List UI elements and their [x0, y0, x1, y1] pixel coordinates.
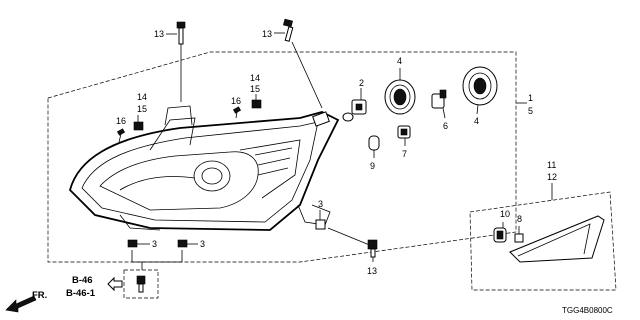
direction-label: FR. [32, 290, 47, 301]
side-marker-frame [469, 191, 617, 291]
screw-13-bottom [327, 227, 378, 262]
dust-cover-4-right [462, 66, 498, 115]
screw-13-top-middle [282, 18, 323, 109]
dust-cover-4-middle [384, 68, 416, 115]
callout-16b: 16 [231, 96, 241, 106]
callout-14b: 14 [250, 73, 260, 83]
headlight-housing [68, 105, 340, 231]
bracket-3-bottom-left [127, 239, 150, 248]
diagram-code: TGG4B0800C [562, 306, 613, 315]
callout-9: 9 [370, 161, 375, 171]
socket-7 [397, 125, 411, 146]
ref-b461: B-46-1 [66, 288, 96, 299]
bracket-3-right [315, 210, 326, 230]
bulb-6 [431, 89, 447, 119]
front-arrow-icon [5, 295, 37, 313]
callout-12: 12 [547, 172, 557, 182]
assembly-frame [47, 51, 517, 263]
bulb-9 [368, 135, 380, 158]
callout-8: 8 [517, 214, 522, 224]
clip-14-15-right [251, 94, 262, 109]
callout-5: 5 [528, 106, 533, 116]
callout-3b: 3 [200, 239, 205, 249]
screw-16-left [116, 128, 126, 143]
bracket-3-bottom-right [177, 239, 198, 248]
reference-box [123, 269, 159, 299]
callout-3a: 3 [152, 239, 157, 249]
screw-16-right [232, 106, 242, 119]
callout-13a: 13 [154, 29, 164, 39]
callout-13c: 13 [367, 266, 377, 276]
callout-16a: 16 [116, 116, 126, 126]
callout-15b: 15 [250, 84, 260, 94]
ref-b46: B-46 [72, 275, 93, 286]
socket-8 [514, 226, 524, 243]
callout-10: 10 [500, 209, 510, 219]
bulb-2 [342, 88, 367, 122]
callout-7: 7 [402, 149, 407, 159]
reference-screw [136, 275, 146, 293]
callout-11: 11 [547, 160, 556, 170]
callout-3c: 3 [318, 199, 323, 209]
callout-14a: 14 [137, 92, 147, 102]
callout-4a: 4 [397, 56, 402, 66]
callout-13b: 13 [262, 29, 272, 39]
callout-2: 2 [359, 78, 364, 88]
screw-13-top-left [176, 21, 186, 102]
reference-arrow [107, 276, 123, 292]
callout-15a: 15 [137, 104, 147, 114]
side-marker-lens [509, 215, 605, 263]
callout-6: 6 [443, 121, 448, 131]
bracket-leader [131, 250, 183, 263]
clip-14-15-left [133, 115, 144, 131]
bulb-10 [493, 222, 507, 243]
callout-4b: 4 [474, 116, 479, 126]
callout-1: 1 [528, 93, 533, 103]
